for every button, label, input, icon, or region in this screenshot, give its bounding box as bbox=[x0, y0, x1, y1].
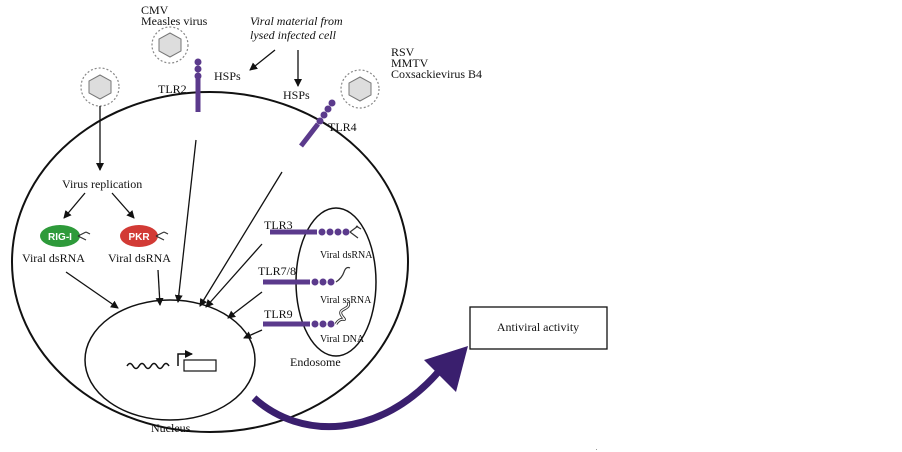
arrow-to-rig-i bbox=[63, 192, 86, 219]
pkr-badge bbox=[120, 225, 169, 247]
label-endosome-dna: Viral DNA bbox=[320, 334, 365, 345]
label-tlr78: TLR7/8 bbox=[258, 264, 296, 278]
rig-i-label: RIG-I bbox=[48, 232, 72, 243]
virus-icon bbox=[80, 67, 120, 107]
label-tlr2: TLR2 bbox=[158, 82, 187, 96]
label-dsrna-right: Viral dsRNA bbox=[108, 251, 171, 265]
pkr-label: PKR bbox=[128, 232, 150, 243]
tlr3-receptor bbox=[270, 225, 362, 239]
label-hsps-left: HSPs bbox=[214, 69, 241, 83]
label-endosome-dsrna: Viral dsRNA bbox=[320, 250, 373, 261]
label-antiviral-activity: Antiviral activity bbox=[497, 320, 579, 334]
label-measles: Measles virus bbox=[141, 14, 208, 28]
virus-rsv-icon bbox=[340, 69, 380, 109]
label-cmv: CMV bbox=[141, 3, 169, 17]
cell-membrane bbox=[11, 91, 409, 433]
nucleus bbox=[84, 299, 256, 421]
arrow-to-pkr bbox=[111, 192, 135, 219]
label-viral-material-2: lysed infected cell bbox=[250, 28, 337, 42]
arrow-dsrna-right-nucleus bbox=[155, 269, 164, 306]
arrow-tlr4-nucleus bbox=[199, 171, 283, 307]
label-tlr9: TLR9 bbox=[264, 307, 293, 321]
arrow-tlr9-nucleus bbox=[243, 329, 263, 339]
label-rsv: RSV bbox=[391, 45, 415, 59]
arrow-tlr2-nucleus bbox=[174, 139, 197, 303]
antiviral-output-arrow bbox=[251, 346, 468, 431]
arrow-dsrna-left-nucleus bbox=[65, 271, 119, 309]
tlr78-receptor bbox=[263, 266, 351, 286]
label-nucleus: Nucleus bbox=[151, 421, 191, 435]
label-endosome-ssrna: Viral ssRNA bbox=[320, 295, 372, 306]
rig-i-badge bbox=[40, 225, 91, 247]
label-tlr3: TLR3 bbox=[264, 218, 293, 232]
label-tlr4: TLR4 bbox=[328, 120, 357, 134]
label-virus-replication: Virus replication bbox=[62, 177, 142, 191]
label-dsrna-left: Viral dsRNA bbox=[22, 251, 85, 265]
gene-promoter-icon bbox=[126, 350, 217, 372]
label-mmtv: MMTV bbox=[391, 56, 429, 70]
label-viral-material-1: Viral material from bbox=[250, 14, 343, 28]
label-hsps-right: HSPs bbox=[283, 88, 310, 102]
arrow-viral-material-left bbox=[249, 49, 276, 71]
antiviral-activity-box bbox=[469, 306, 608, 350]
arrow-tlr3-nucleus bbox=[205, 243, 263, 308]
tlr4-receptor bbox=[299, 99, 336, 148]
tlr2-receptor bbox=[194, 58, 202, 112]
stray-mark bbox=[596, 449, 597, 450]
virus-cmv-icon bbox=[151, 26, 189, 64]
label-endosome: Endosome bbox=[290, 355, 341, 369]
label-coxsackie: Coxsackievirus B4 bbox=[391, 67, 482, 81]
arrow-tlr78-nucleus bbox=[227, 291, 263, 319]
tlr9-receptor bbox=[263, 301, 351, 328]
